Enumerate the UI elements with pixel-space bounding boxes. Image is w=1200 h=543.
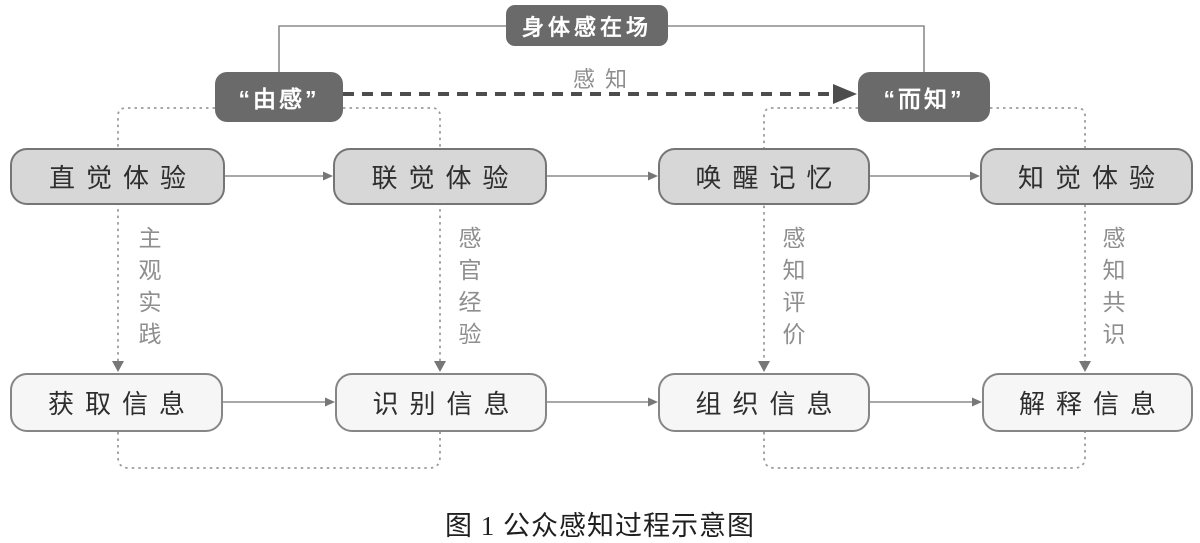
node-intuitive-experience[interactable]: 直觉体验 <box>10 148 225 205</box>
dotted-drop-4 <box>990 107 1086 368</box>
node-interpret-information[interactable]: 解释信息 <box>982 373 1193 432</box>
node-awaken-memory[interactable]: 唤醒记忆 <box>658 148 870 205</box>
node-organize-information[interactable]: 组织信息 <box>658 373 870 432</box>
node-to-knowing[interactable]: “而知” <box>858 72 990 122</box>
node-from-feeling[interactable]: “由感” <box>215 72 343 122</box>
node-acquire-information[interactable]: 获取信息 <box>10 373 223 432</box>
dotted-drop-2 <box>343 107 441 368</box>
dotted-u-connector-left <box>117 432 441 469</box>
process-label-subjective-practice: 主观实践 <box>135 226 161 354</box>
arrowhead-info-1-2 <box>325 397 335 407</box>
down-arrowhead-2 <box>434 361 446 372</box>
arrowhead-exp-1-2 <box>323 171 333 181</box>
node-body-presence[interactable]: 身体感在场 <box>506 5 668 46</box>
connector-presence-to-erzhi <box>668 25 925 72</box>
dotted-drop-3 <box>763 107 858 368</box>
down-arrowhead-4 <box>1079 361 1091 372</box>
arrowhead-info-2-3 <box>648 397 658 407</box>
arrowhead-info-3-4 <box>972 397 982 407</box>
node-perceptual-experience[interactable]: 知觉体验 <box>980 148 1193 205</box>
perception-arrow-label: 感知 <box>572 67 637 92</box>
down-arrowhead-1 <box>112 361 124 372</box>
dotted-u-connector-right <box>763 432 1086 469</box>
process-label-perceptual-evaluation: 感知评价 <box>779 226 805 354</box>
process-label-sensory-experience: 感官经验 <box>455 226 481 354</box>
arrowhead-exp-3-4 <box>970 171 980 181</box>
arrowhead-exp-2-3 <box>648 171 658 181</box>
figure-caption: 图 1 公众感知过程示意图 <box>445 511 755 541</box>
dotted-drop-1 <box>117 107 215 368</box>
process-label-perceptual-consensus: 感知共识 <box>1099 226 1125 354</box>
perception-arrowhead <box>833 84 857 104</box>
node-identify-information[interactable]: 识别信息 <box>335 373 547 432</box>
node-synesthetic-experience[interactable]: 联觉体验 <box>333 148 547 205</box>
down-arrowhead-3 <box>758 361 770 372</box>
connector-presence-to-yougan <box>278 25 508 72</box>
